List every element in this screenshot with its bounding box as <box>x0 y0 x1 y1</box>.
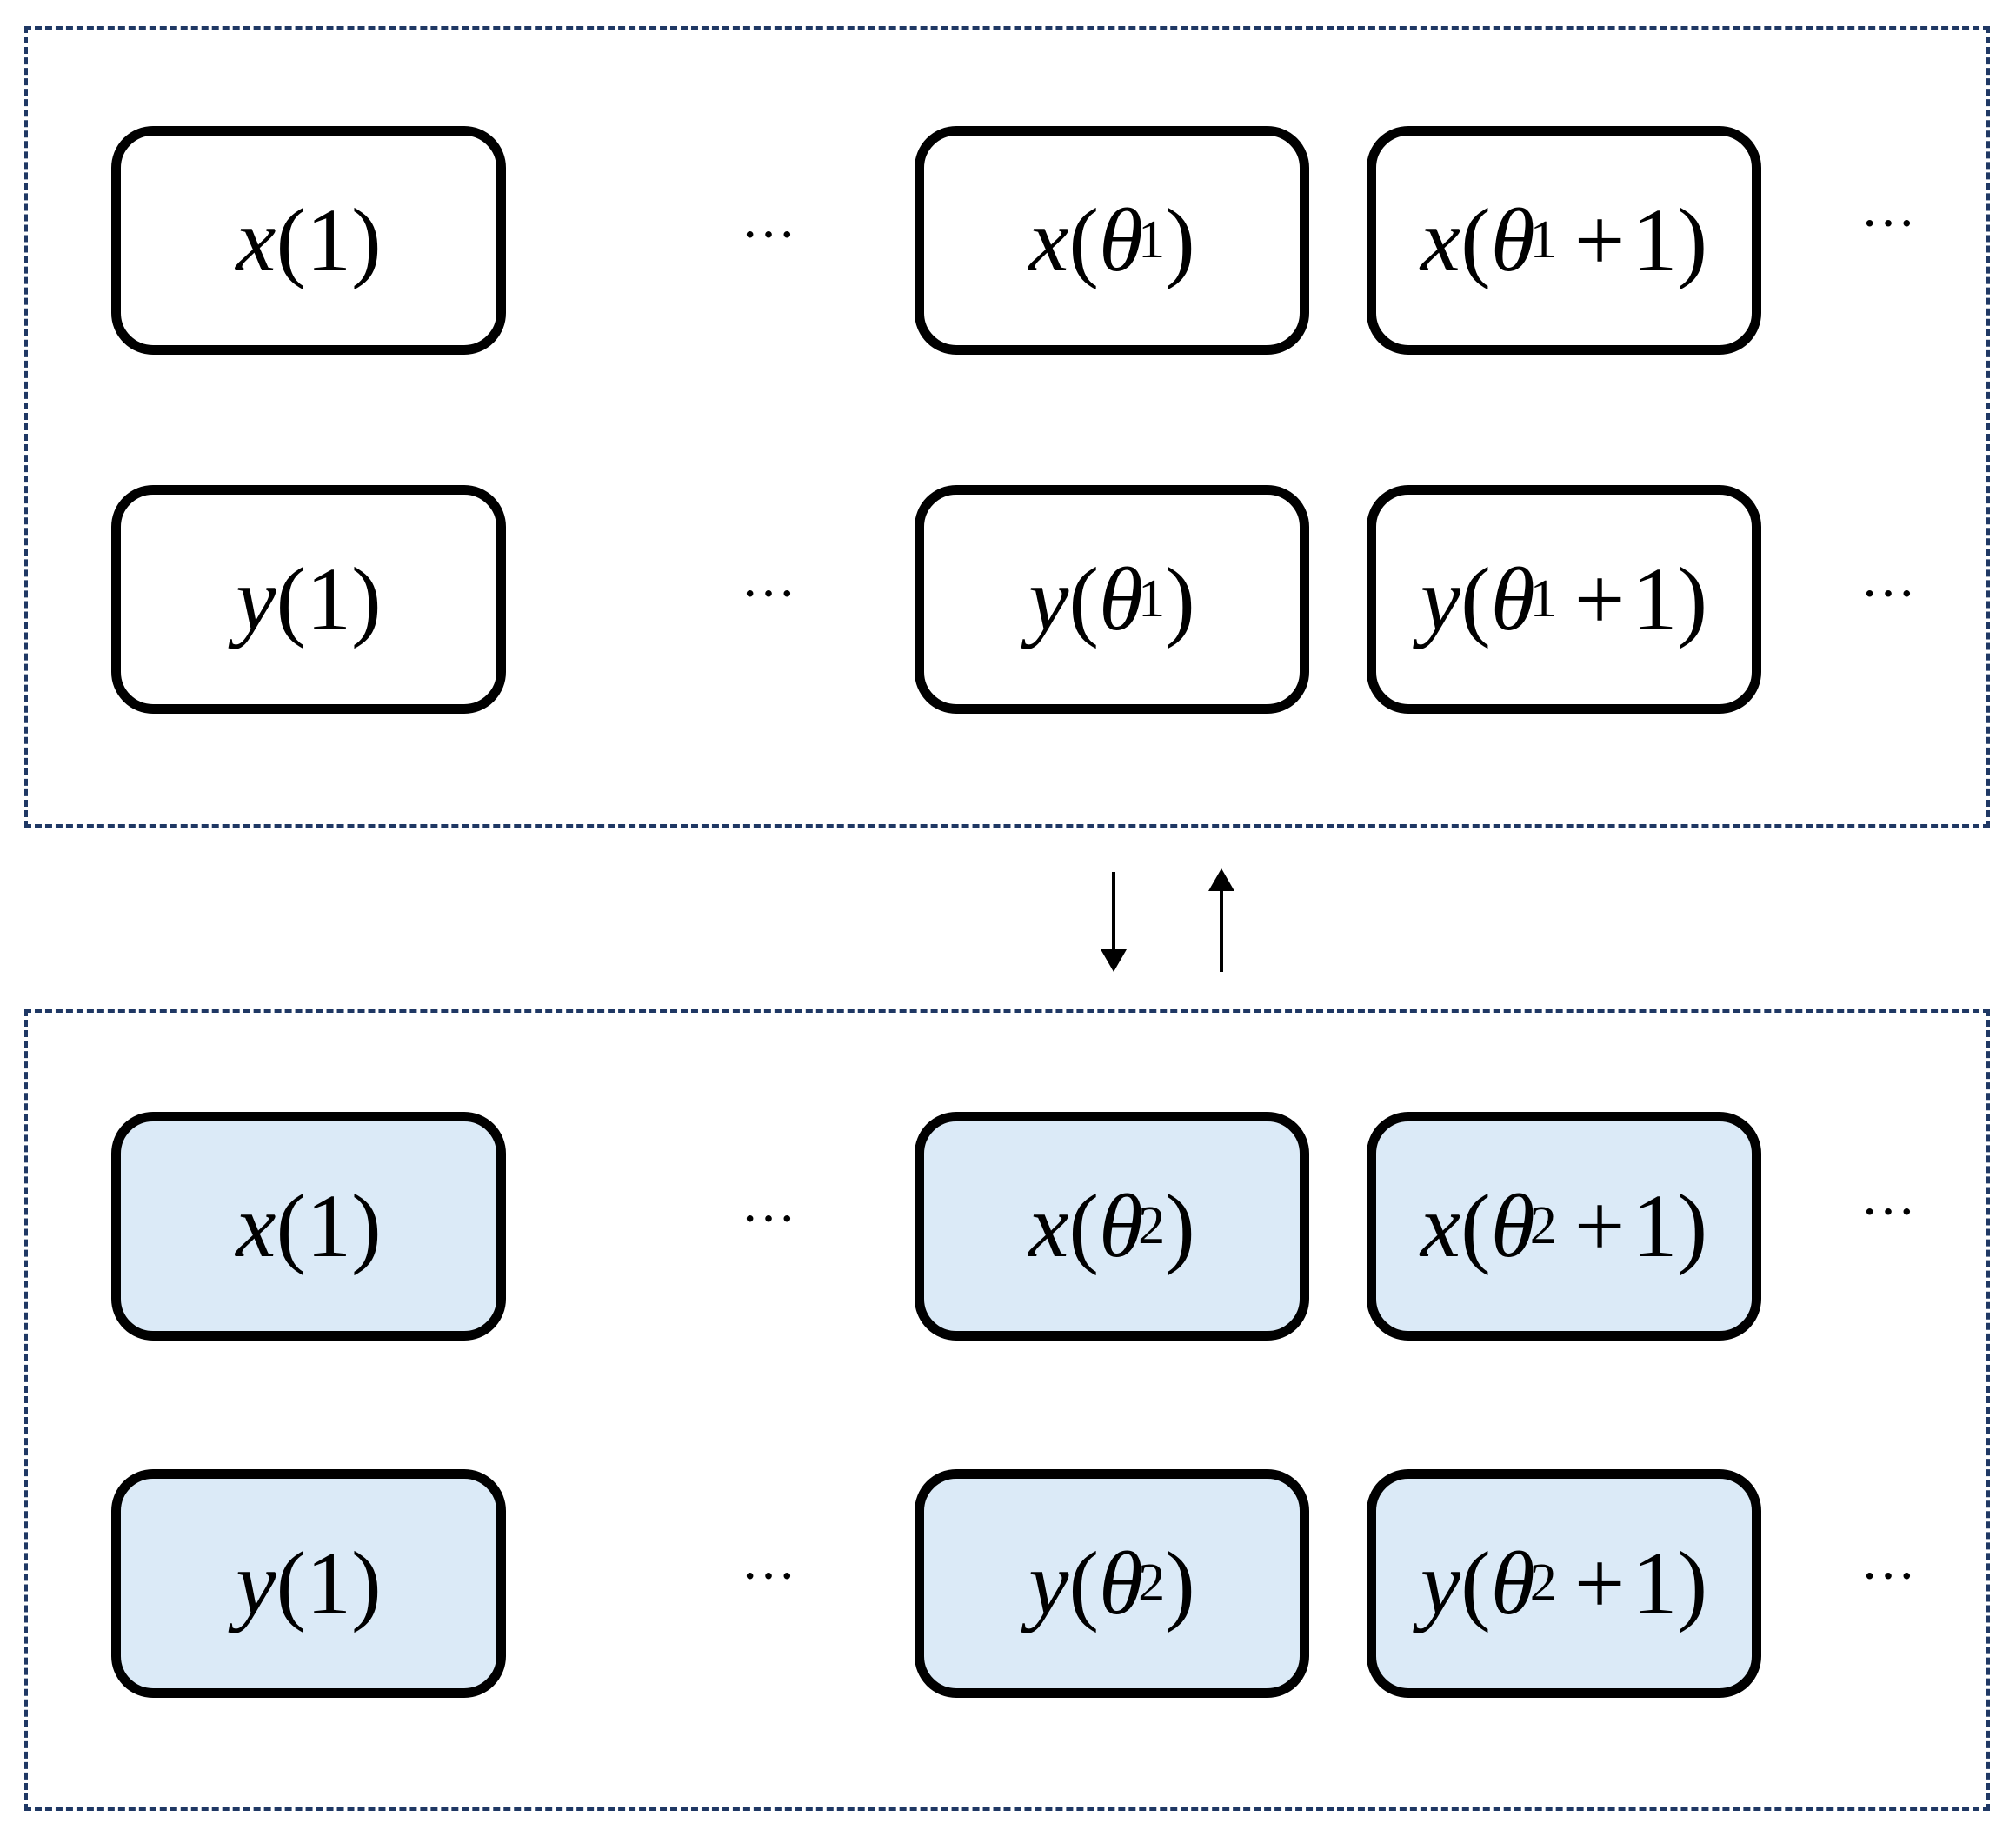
cell-arg: 1 <box>306 549 352 649</box>
bottom-x-mid-ellipsis: ··· <box>741 1188 796 1249</box>
cell-arg: 1 <box>306 1176 352 1276</box>
theta-symbol: θ <box>1099 190 1144 290</box>
cell-var: y <box>1420 1534 1461 1633</box>
down-arrow-icon <box>1101 872 1127 972</box>
top-y-mid-ellipsis: ··· <box>741 562 796 624</box>
top-x-right-ellipsis: ··· <box>1860 192 1916 254</box>
cell-var: y <box>1028 549 1069 649</box>
theta-subscript: 2 <box>1529 1196 1557 1255</box>
cell-var: x <box>1420 1176 1461 1276</box>
cell-arg: 1 <box>306 190 352 290</box>
theta-symbol: θ <box>1099 1176 1144 1276</box>
bottom-x-right-ellipsis: ··· <box>1860 1181 1916 1242</box>
cell-var: x <box>1420 190 1461 290</box>
theta-subscript: 1 <box>1138 210 1166 269</box>
theta-symbol: θ <box>1490 1176 1535 1276</box>
up-arrow-icon <box>1208 868 1234 972</box>
cell-addend: 1 <box>1632 1534 1678 1633</box>
cell-var: x <box>1028 1176 1069 1276</box>
cell-var: y <box>1420 549 1461 649</box>
plus-sign: + <box>1574 549 1626 649</box>
bottom-y-right-ellipsis: ··· <box>1860 1545 1916 1607</box>
cell-var: x <box>1028 190 1069 290</box>
top-x-mid-ellipsis: ··· <box>741 203 796 265</box>
theta-subscript: 2 <box>1138 1196 1166 1255</box>
plus-sign: + <box>1574 1176 1626 1276</box>
cell-addend: 1 <box>1632 549 1678 649</box>
bottom-x-1-cell: x(1) <box>111 1112 506 1341</box>
top-y-right-ellipsis: ··· <box>1860 562 1916 624</box>
cell-arg: 1 <box>306 1534 352 1633</box>
theta-subscript: 1 <box>1529 210 1557 269</box>
top-group-frame <box>24 26 1990 828</box>
plus-sign: + <box>1574 1534 1626 1633</box>
plus-sign: + <box>1574 190 1626 290</box>
theta-symbol: θ <box>1099 549 1144 649</box>
cell-var: x <box>236 1176 276 1276</box>
theta-symbol: θ <box>1099 1534 1144 1633</box>
top-x-1-cell: x(1) <box>111 126 506 355</box>
cell-addend: 1 <box>1632 190 1678 290</box>
theta-symbol: θ <box>1490 1534 1535 1633</box>
top-y-1-cell: y(1) <box>111 485 506 714</box>
theta-subscript: 2 <box>1138 1554 1166 1613</box>
cell-var: y <box>1028 1534 1069 1633</box>
cell-addend: 1 <box>1632 1176 1678 1276</box>
theta-symbol: θ <box>1490 190 1535 290</box>
cell-var: y <box>236 1534 276 1633</box>
theta-subscript: 2 <box>1529 1554 1557 1613</box>
theta-subscript: 1 <box>1138 569 1166 629</box>
bottom-group-frame <box>24 1009 1990 1811</box>
theta-symbol: θ <box>1490 549 1535 649</box>
cell-var: x <box>236 190 276 290</box>
bottom-y-mid-ellipsis: ··· <box>741 1545 796 1607</box>
theta-subscript: 1 <box>1529 569 1557 629</box>
bottom-y-1-cell: y(1) <box>111 1469 506 1698</box>
cell-var: y <box>236 549 276 649</box>
